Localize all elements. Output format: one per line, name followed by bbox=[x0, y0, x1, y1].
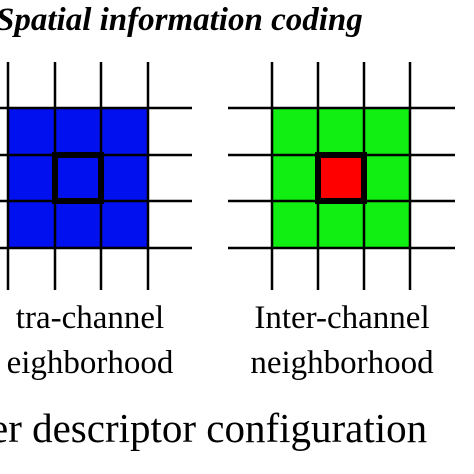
intra-channel-caption-line1: tra-channel bbox=[15, 300, 165, 336]
neighborhood-diagram bbox=[0, 62, 455, 290]
intra-channel-center-outline bbox=[52, 152, 104, 204]
inter-channel-center-outline bbox=[315, 152, 367, 204]
inter-channel-caption-line1: Inter-channel bbox=[254, 300, 430, 336]
intra-channel-panel bbox=[0, 62, 192, 290]
diagram-heading: Spatial information coding bbox=[0, 2, 363, 38]
intra-channel-center-cell bbox=[55, 155, 101, 201]
intra-channel-caption-line2: eighborhood bbox=[6, 345, 174, 381]
descriptor-configuration-caption: er descriptor configuration bbox=[0, 405, 428, 451]
inter-channel-panel bbox=[228, 62, 455, 290]
inter-channel-caption-line2: neighborhood bbox=[250, 345, 434, 381]
inter-channel-center-cell bbox=[318, 155, 364, 201]
